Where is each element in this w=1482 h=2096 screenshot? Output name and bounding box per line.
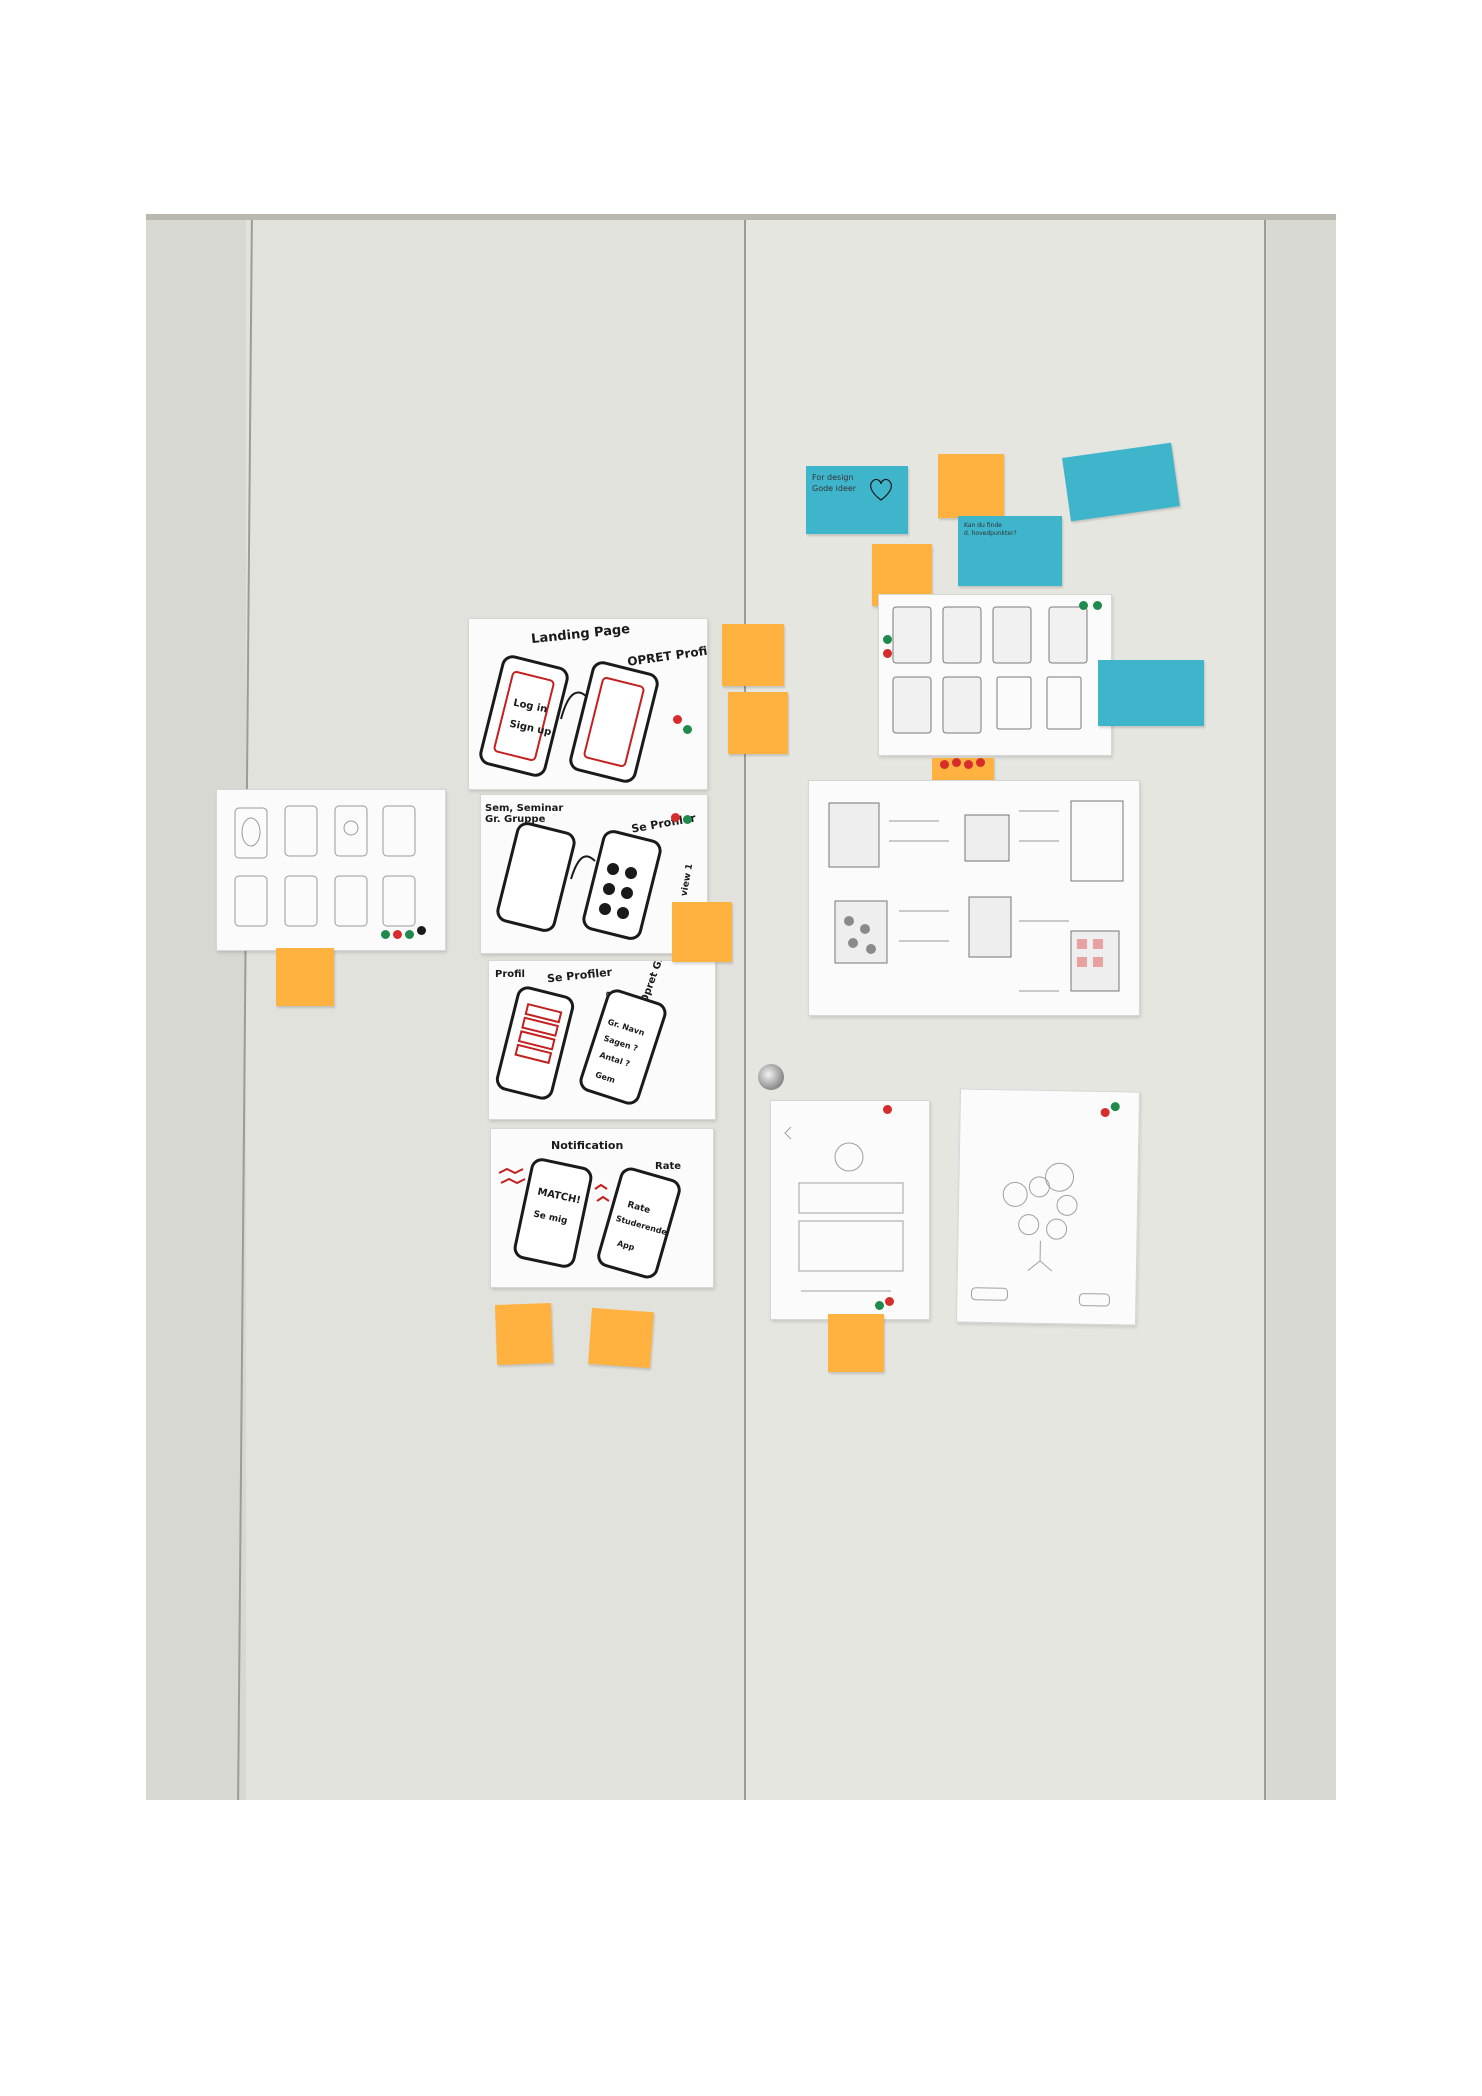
vote-dot: [952, 758, 961, 767]
sketch-notification: Notification Rate MATCH! Se mig Rate Stu…: [490, 1128, 714, 1288]
vote-dot: [885, 1297, 894, 1306]
sketch-profil: Profil Se Profiler view 2 Opret Gruppe/S…: [488, 960, 716, 1120]
concept-sheet: [808, 780, 1140, 1016]
vote-dot: [1110, 1102, 1120, 1112]
vote-dot: [405, 930, 414, 939]
vote-dot: [671, 813, 680, 822]
vote-dot: [940, 760, 949, 769]
left-wireframe-sheet: [216, 789, 446, 951]
bubble-chart-icon: [970, 1162, 1110, 1307]
sticky-text: Kan du finde d. hovedpunkter?: [964, 522, 1017, 537]
concept-diagram: [828, 800, 1124, 992]
vote-dot: [883, 635, 892, 644]
sticky-note: [722, 624, 784, 686]
phone-sketch-icon: [496, 822, 662, 940]
sticky-note: [728, 692, 788, 754]
seam-right: [1264, 220, 1266, 1800]
heart-icon: [870, 478, 892, 501]
bubble-chart-icon: [844, 916, 876, 954]
sticky-note: [828, 1314, 884, 1372]
phone-sketch-icon: [892, 606, 1088, 734]
sticky-note: [938, 454, 1004, 518]
profile-wireframe: [784, 1126, 904, 1292]
sticky-text: For design Gode ideer: [812, 473, 857, 493]
vote-dot: [683, 725, 692, 734]
bubble-wireframe-sheet: [955, 1088, 1141, 1326]
profile-wireframe-sheet: [770, 1100, 930, 1320]
sticky-note-blue: Kan du finde d. hovedpunkter?: [958, 516, 1062, 586]
vote-dot: [393, 930, 402, 939]
back-arrow-icon: [784, 1126, 792, 1140]
wireframe-thumbnails: [234, 805, 416, 927]
sticky-note: [588, 1307, 654, 1369]
seam-center: [744, 220, 746, 1800]
door-knob: [758, 1064, 784, 1090]
notification-title: Notification: [551, 1139, 624, 1152]
vote-dot: [1079, 601, 1088, 610]
sketch-seminar: Sem, Seminar Gr. Gruppe Se Profiler view…: [480, 794, 708, 954]
photo: Landing Page OPRET Profil Log in Sign up…: [146, 214, 1336, 1800]
vote-dot: [381, 930, 390, 939]
vote-dot: [1093, 601, 1102, 610]
phone-sketch-icon: [498, 1158, 681, 1279]
sticky-note-blue: For design Gode ideer: [806, 466, 908, 534]
wall-panel-left: [146, 214, 246, 1800]
sticky-note: [672, 902, 732, 962]
wireframe-sheet: [878, 594, 1112, 756]
sketch-landing-page: Landing Page OPRET Profil Log in Sign up: [468, 618, 708, 790]
seminar-title: Sem, Seminar Gr. Gruppe: [485, 803, 564, 825]
vote-dot: [976, 758, 985, 767]
door-frame: [1266, 214, 1336, 1800]
top-trim: [146, 214, 1336, 220]
phone-sketch-icon: [479, 655, 659, 783]
rate-title: Rate: [655, 1161, 682, 1172]
vote-dot: [673, 715, 682, 724]
sticky-note-blue: [1098, 660, 1204, 726]
profil-title: Profil: [495, 969, 525, 980]
phone-sketch-icon: [495, 986, 667, 1105]
vote-dot: [964, 760, 973, 769]
vote-dot: [417, 926, 426, 935]
vote-dot: [883, 1105, 892, 1114]
sticky-note: [276, 948, 334, 1006]
vote-dot: [883, 649, 892, 658]
vote-dot: [875, 1301, 884, 1310]
vote-dot: [683, 815, 692, 824]
sticky-note: [494, 1303, 554, 1365]
